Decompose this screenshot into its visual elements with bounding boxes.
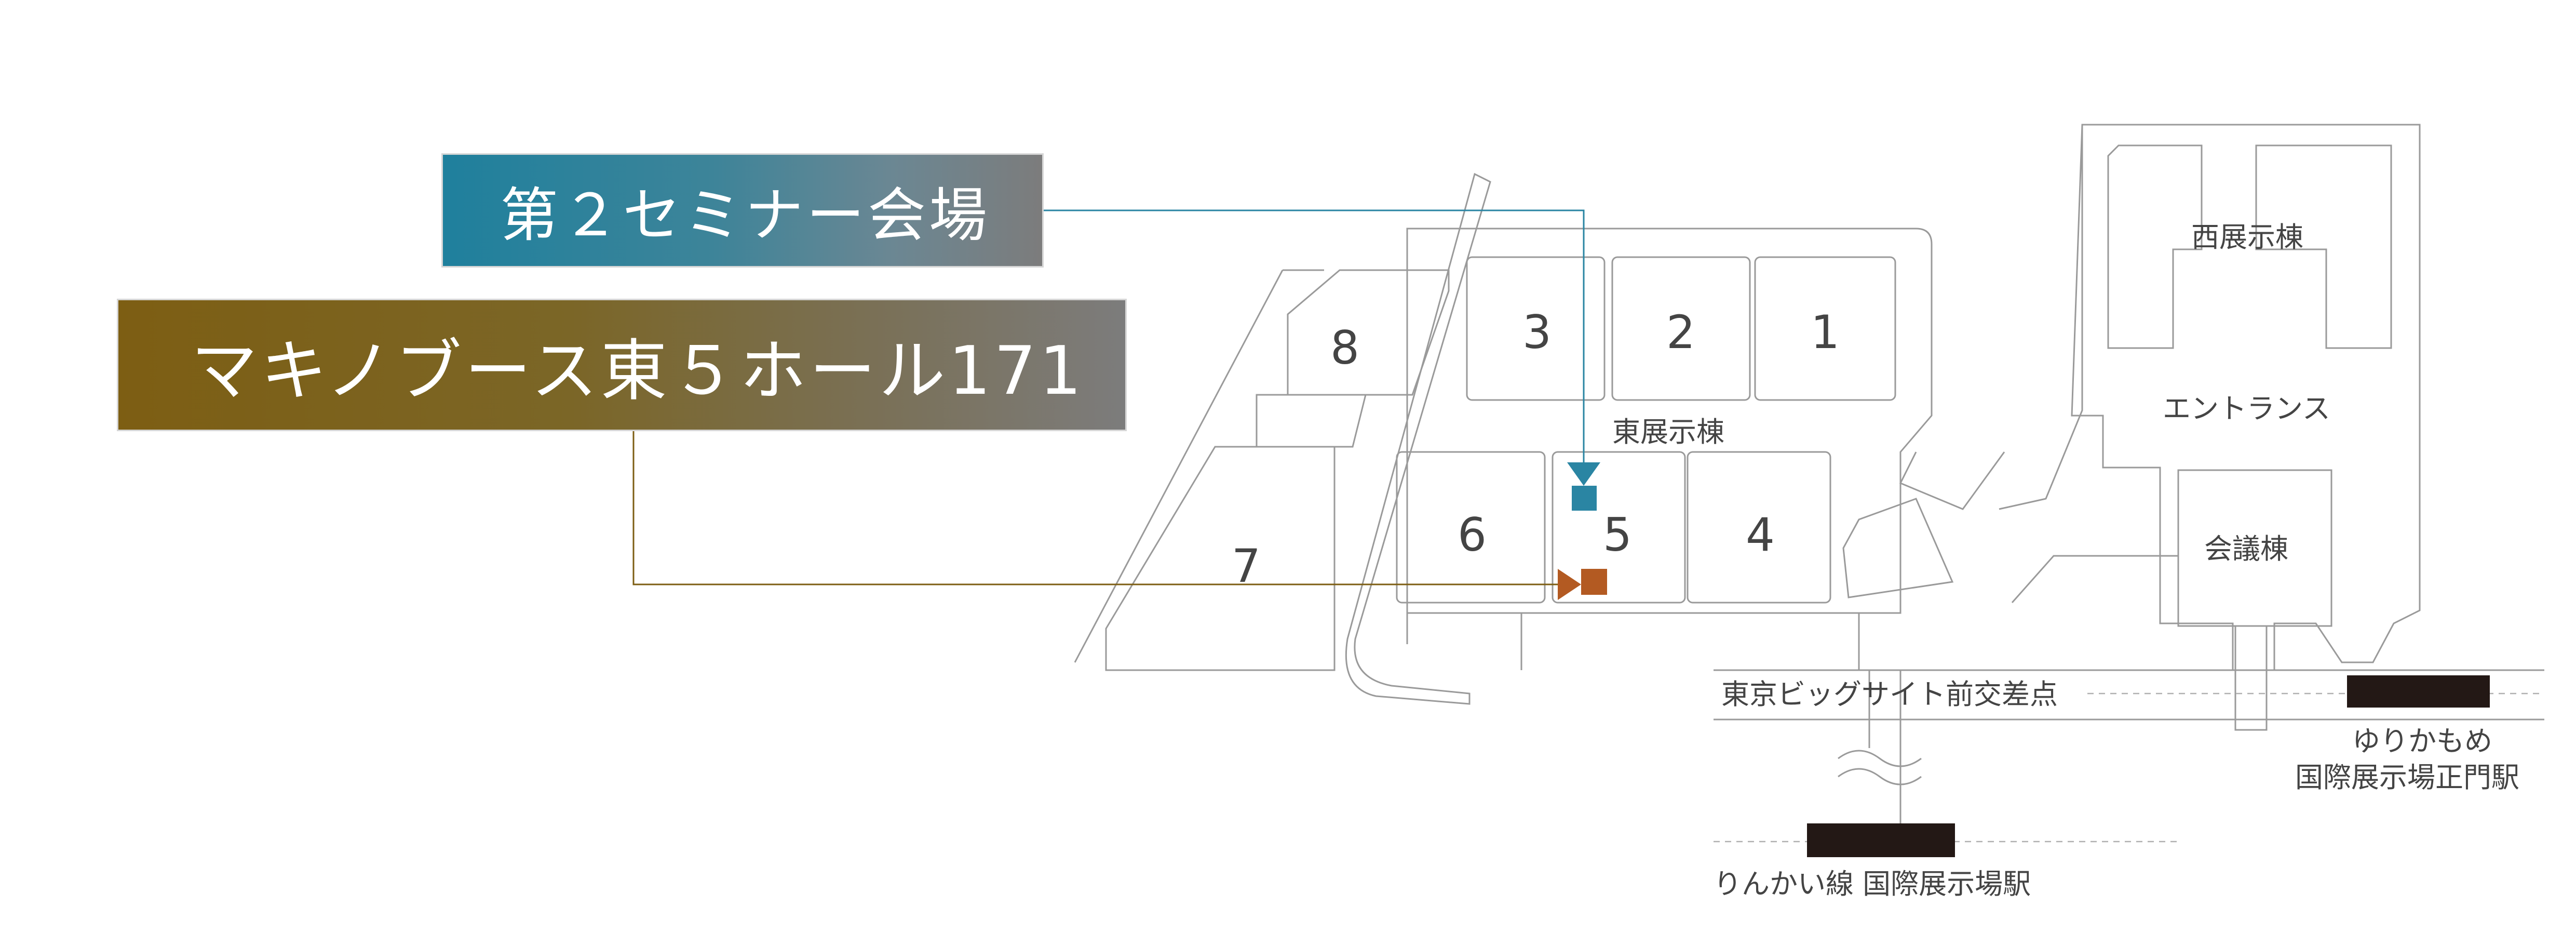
hall-4-block — [1687, 451, 1831, 604]
hall-8-label: 8 — [1330, 321, 1359, 375]
rinkai-label: りんかい線 国際展示場駅 — [1714, 868, 2031, 900]
hall-3-block — [1466, 256, 1606, 401]
conference-building — [2177, 469, 2332, 627]
hall-4-label: 4 — [1746, 508, 1775, 562]
intersection-label: 東京ビッグサイト前交差点 — [1721, 678, 2058, 711]
west-hall-right-wing — [2255, 144, 2392, 349]
hall-7-block — [1105, 446, 1336, 671]
hall-2-block — [1611, 256, 1751, 401]
seminar-venue-text: 第２セミナー会場 — [500, 182, 990, 249]
wave-break-icon — [1838, 750, 1922, 785]
access-road — [1345, 172, 1491, 705]
west-hall-left-wing — [2107, 144, 2203, 349]
east-hall-label: 東展示棟 — [1612, 416, 1724, 448]
hall-3-label: 3 — [1522, 305, 1552, 359]
seminar-venue-banner: 第２セミナー会場 — [441, 153, 1044, 268]
hall-6-label: 6 — [1458, 508, 1487, 562]
hall-1-block — [1754, 256, 1896, 401]
hall-1-label: 1 — [1811, 305, 1840, 359]
rinkai-station-bar — [1807, 823, 1955, 857]
east-hall-outline — [1406, 228, 1933, 614]
hall-7-label: 7 — [1232, 539, 1261, 593]
conference-label: 会議棟 — [2204, 532, 2288, 565]
booth-location-banner: マキノブース東５ホール171 — [117, 299, 1127, 431]
yurikamome-label-2: 国際展示場正門駅 — [2295, 761, 2519, 794]
hall-5-block — [1552, 451, 1686, 604]
booth-location-text: マキノブース東５ホール171 — [191, 332, 1085, 410]
entrance-label: エントランス — [2163, 392, 2330, 425]
hall-6-block — [1396, 451, 1546, 604]
seminar-leader-line — [1039, 209, 1585, 468]
yurikamome-station-bar — [2347, 675, 2490, 708]
hall-8-block — [1287, 269, 1450, 396]
hall-5-label: 5 — [1603, 508, 1632, 562]
seminar-marker-icon — [1567, 462, 1600, 511]
west-hall-label: 西展示棟 — [2191, 221, 2303, 254]
yurikamome-label-1: ゆりかもめ — [2352, 725, 2492, 757]
booth-marker-icon — [1558, 569, 1607, 600]
hall-2-label: 2 — [1666, 305, 1695, 359]
booth-leader-line — [632, 431, 1558, 585]
